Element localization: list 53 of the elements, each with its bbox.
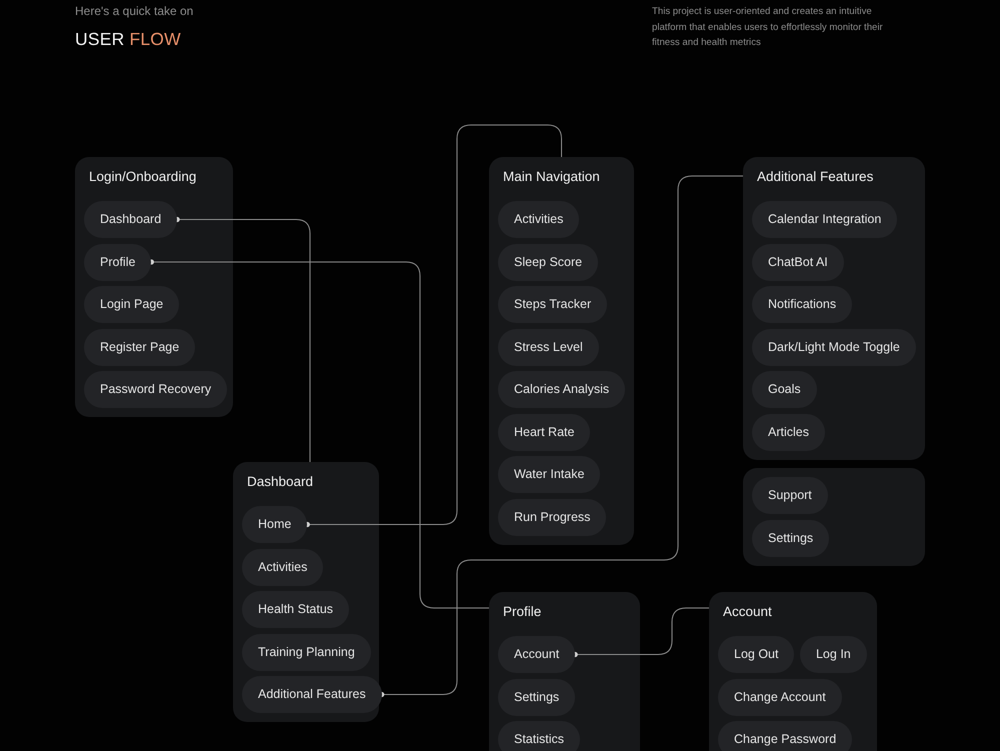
panel-heading: Profile	[503, 603, 542, 621]
screen-item: Activities	[242, 548, 324, 586]
section-panel	[709, 592, 877, 751]
screen-item: ChatBot AI	[752, 244, 844, 280]
screen-item: Articles	[752, 414, 825, 450]
screen-item: Sleep Score	[498, 244, 598, 280]
screen-item: Goals	[752, 371, 817, 408]
screen-item: Calendar Integration	[752, 201, 898, 238]
description-text: This project is user-oriented and creates an intuitive platform that enables users to effortlessly monitor their fitness and health metrics	[652, 5, 884, 50]
screen-item: Heart Rate	[498, 414, 590, 450]
section-panel	[489, 592, 640, 751]
screen-item: Health Status	[242, 591, 350, 628]
page-title: USER FLOW	[75, 28, 181, 50]
screen-item: Dark/Light Mode Toggle	[752, 328, 916, 366]
screen-item: Home	[242, 506, 308, 543]
screen-item: Login Page	[84, 286, 180, 323]
screen-item: Log In	[800, 636, 867, 673]
section-panel	[75, 157, 233, 417]
panel-heading: Account	[723, 603, 772, 621]
screen-item: Stress Level	[498, 328, 599, 366]
screen-item: Settings	[498, 678, 576, 716]
screen-item: Calories Analysis	[498, 371, 626, 408]
connector-line	[572, 608, 710, 658]
section-panel	[743, 157, 925, 460]
subtitle-text: Here's a quick take on	[75, 3, 194, 19]
screen-item: Change Password	[718, 721, 852, 751]
panel-heading: Additional Features	[757, 168, 874, 186]
screen-item: Account	[498, 636, 576, 673]
screen-item: Run Progress	[498, 498, 606, 536]
screen-item: Support	[752, 477, 828, 514]
screen-item: Water Intake	[498, 456, 600, 493]
screen-item: Training Planning	[242, 634, 371, 670]
panel-heading: Dashboard	[247, 473, 314, 491]
screen-item: Notifications	[752, 286, 852, 323]
screen-item: Log Out	[718, 636, 794, 673]
screen-item: Activities	[498, 201, 580, 238]
connector-line	[174, 216, 310, 462]
section-panel	[743, 468, 925, 566]
screen-item: Register Page	[84, 328, 196, 366]
screen-item: Statistics	[498, 721, 580, 751]
screen-item: Settings	[752, 520, 830, 556]
panel-heading: Login/Onboarding	[89, 168, 196, 186]
screen-item: Password Recovery	[84, 371, 228, 408]
screen-item: Change Account	[718, 678, 842, 716]
screen-item: Profile	[84, 244, 152, 280]
connector-line	[304, 124, 562, 528]
section-panel	[489, 157, 634, 544]
panel-heading: Main Navigation	[503, 168, 600, 186]
section-panel	[233, 462, 379, 722]
screen-item: Steps Tracker	[498, 286, 608, 323]
connector-line	[148, 259, 490, 608]
screen-item: Dashboard	[84, 201, 178, 238]
screen-item: Additional Features	[242, 676, 382, 713]
